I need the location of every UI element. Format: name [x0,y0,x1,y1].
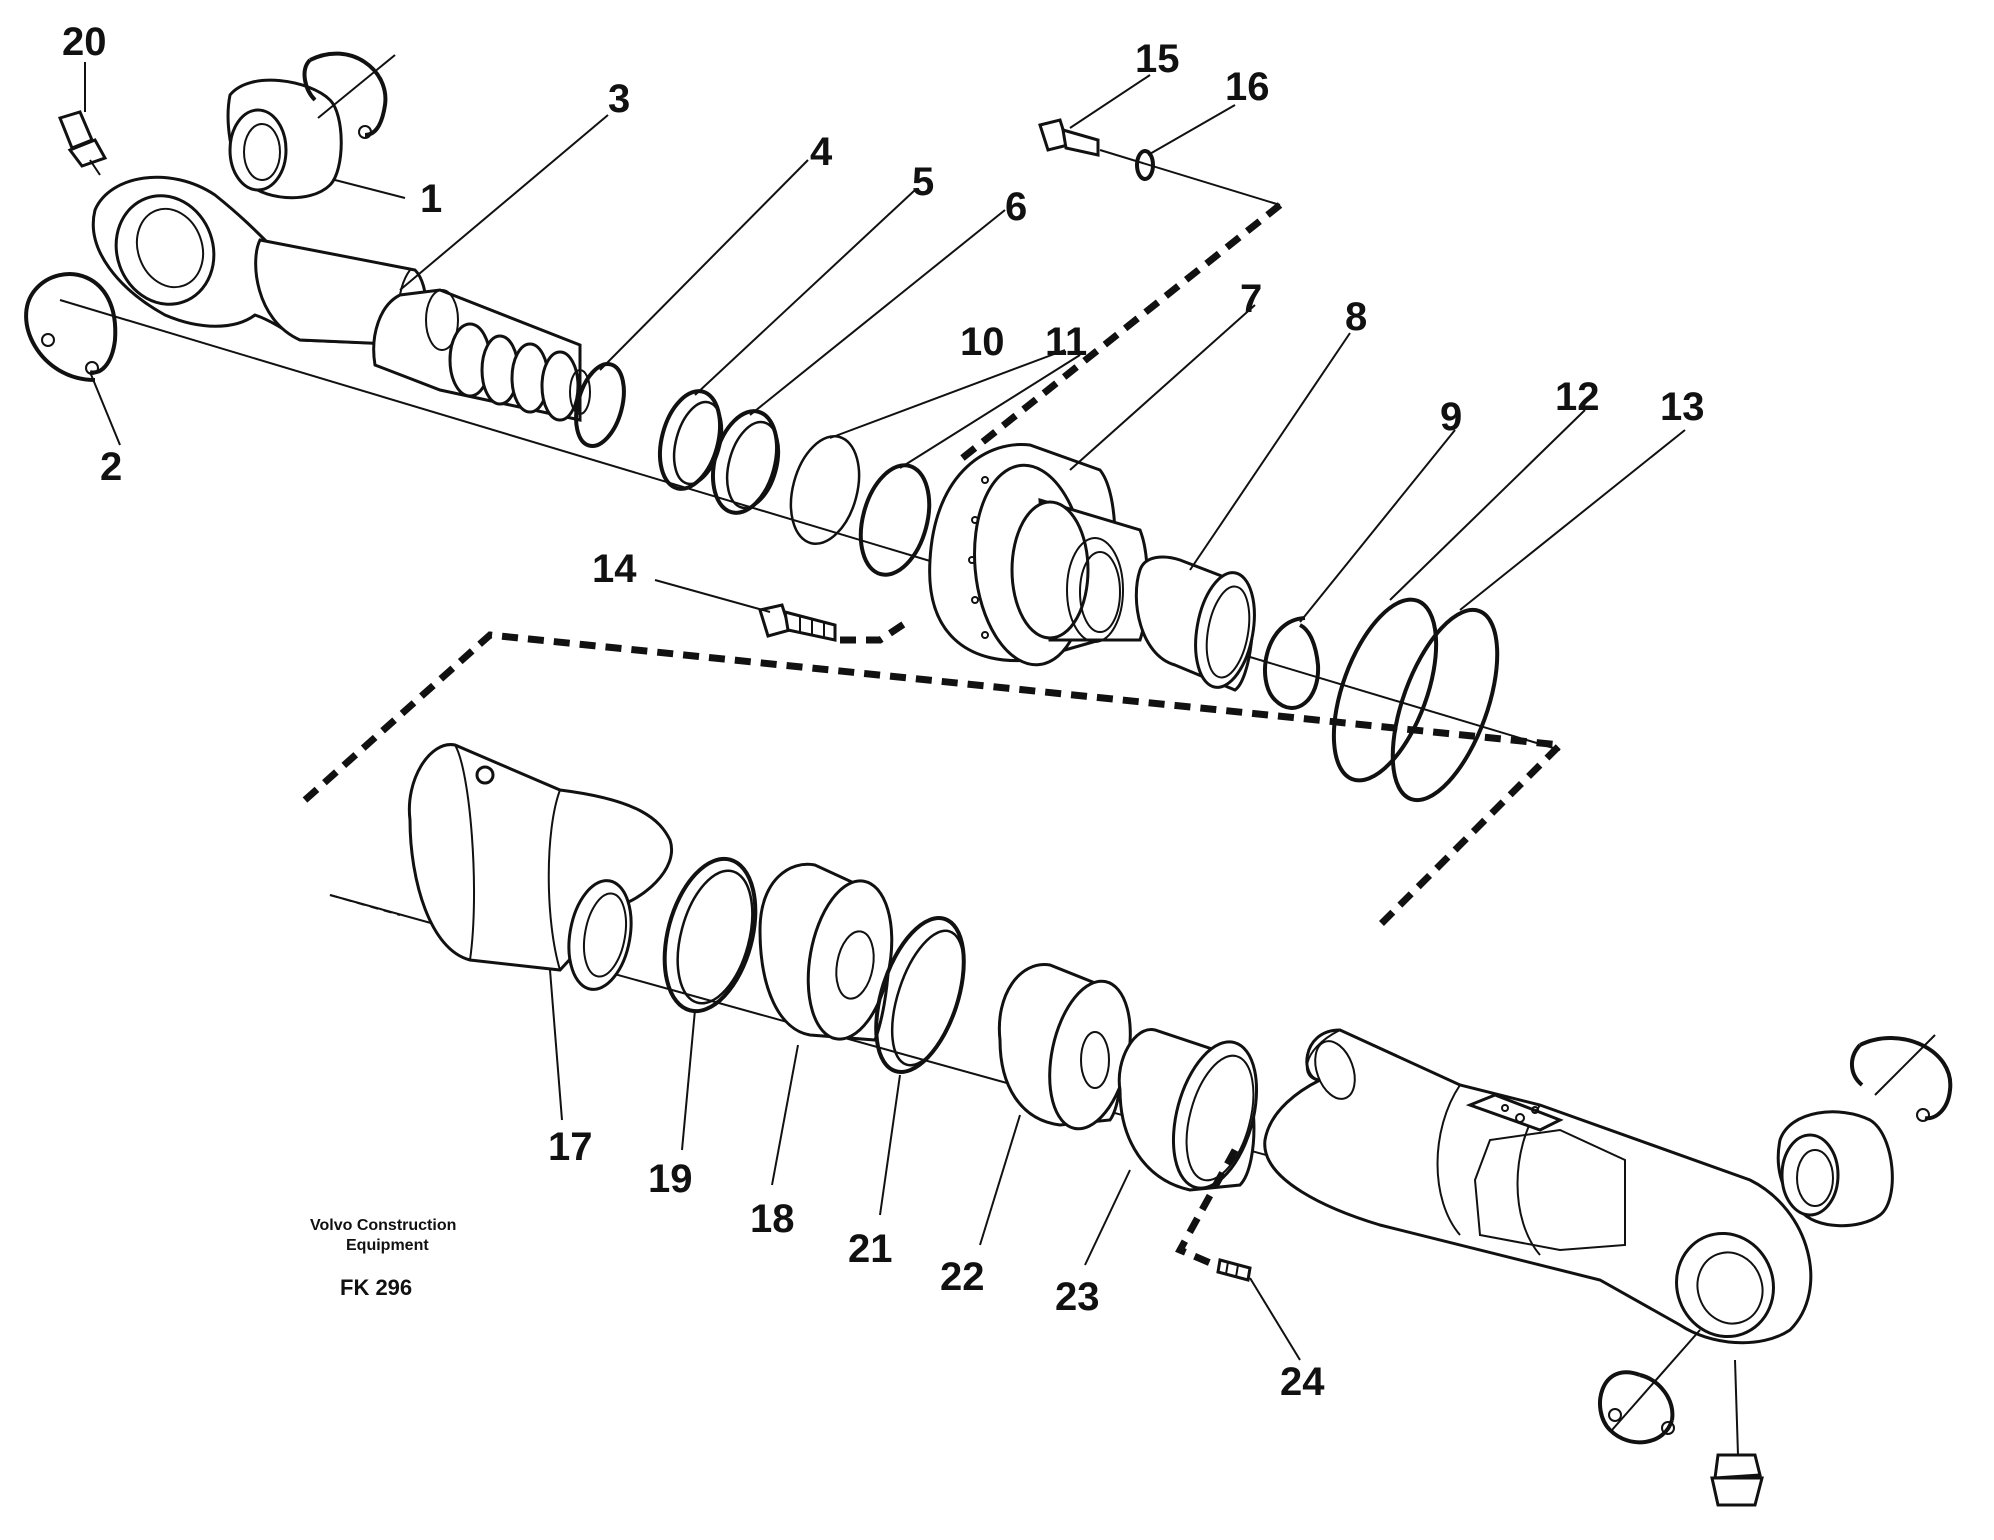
bottom-circlip-lower [1598,1329,1701,1445]
title-block: Volvo Construction Equipment FK 296 [310,1217,456,1300]
callout-16: 16 [1225,65,1270,109]
bottom-circlip-upper [1850,1034,1953,1122]
part-18-piston [758,862,894,1042]
drawing-code: FK 296 [340,1275,412,1300]
bottom-bushing [1776,1110,1894,1228]
washer-axis [1099,149,1281,206]
bottom-grease-nipple [1710,1359,1764,1507]
callout-10: 10 [960,320,1005,364]
part-13-ring [1390,607,1500,803]
part-12-ring [1331,597,1439,783]
leader-lines [84,62,1686,1361]
callout-17: 17 [548,1125,593,1169]
dashed-line-head-link [957,202,1283,463]
callout-8: 8 [1345,295,1367,339]
part-8-bushing [1134,555,1256,692]
callout-6: 6 [1005,185,1027,229]
part-2-circlip [24,272,118,382]
callout-24: 24 [1280,1360,1325,1404]
callout-12: 12 [1555,375,1600,419]
part-10-ring [789,434,861,546]
part-22-piston [997,963,1132,1131]
lower-axis-dash [329,894,401,916]
upper-assembly [24,51,1561,803]
callout-20: 20 [62,20,107,64]
part-1-circlip [302,51,396,139]
callout-15: 15 [1135,37,1180,81]
part-17-cylinder-tube [407,743,674,991]
part-5-seal [658,389,724,491]
callout-23: 23 [1055,1275,1100,1319]
part-20-grease-nipple [57,110,108,176]
callout-9: 9 [1440,395,1462,439]
part-7-cylinder-head [928,442,1149,667]
callout-1: 1 [420,177,442,221]
brand-line-1: Volvo Construction [310,1217,456,1234]
callout-19: 19 [648,1157,693,1201]
part-4-o-ring [574,362,626,448]
part-1-bushing [226,78,343,200]
callout-18: 18 [750,1197,795,1241]
part-11-o-ring [858,463,932,577]
cylinder-bottom-eye [1263,1028,1813,1345]
callout-7: 7 [1240,277,1262,321]
part-3-rod-eye [91,175,591,422]
part-21-piston-ring [874,916,966,1074]
brand-line-2: Equipment [346,1237,429,1254]
callout-labels: 1 2 3 4 5 6 7 8 9 10 11 12 13 14 15 16 1… [62,20,1705,1404]
callout-13: 13 [1660,385,1705,429]
part-16-washer [1135,149,1155,181]
lower-assembly [329,743,1953,1507]
dashed-line-tube-link [302,631,1568,928]
callout-2: 2 [100,445,122,489]
part-9-snap-ring [1263,616,1321,710]
part-15-bolt [1038,118,1100,157]
callout-22: 22 [940,1255,985,1299]
callout-3: 3 [608,77,630,121]
dashed-line-screw-link [1175,1148,1239,1269]
upper-axis-line [59,299,1561,751]
callout-11: 11 [1045,320,1087,364]
part-19-ring [662,856,758,1014]
callout-5: 5 [912,160,934,204]
part-14-bolt [758,603,837,642]
dashed-line-bolt-link [840,617,912,644]
callout-21: 21 [848,1227,893,1271]
part-23-bushing [1117,1028,1259,1192]
callout-14: 14 [592,547,637,591]
part-24-set-screw [1216,1258,1252,1282]
part-6-seal [711,409,781,515]
callout-4: 4 [810,130,833,174]
